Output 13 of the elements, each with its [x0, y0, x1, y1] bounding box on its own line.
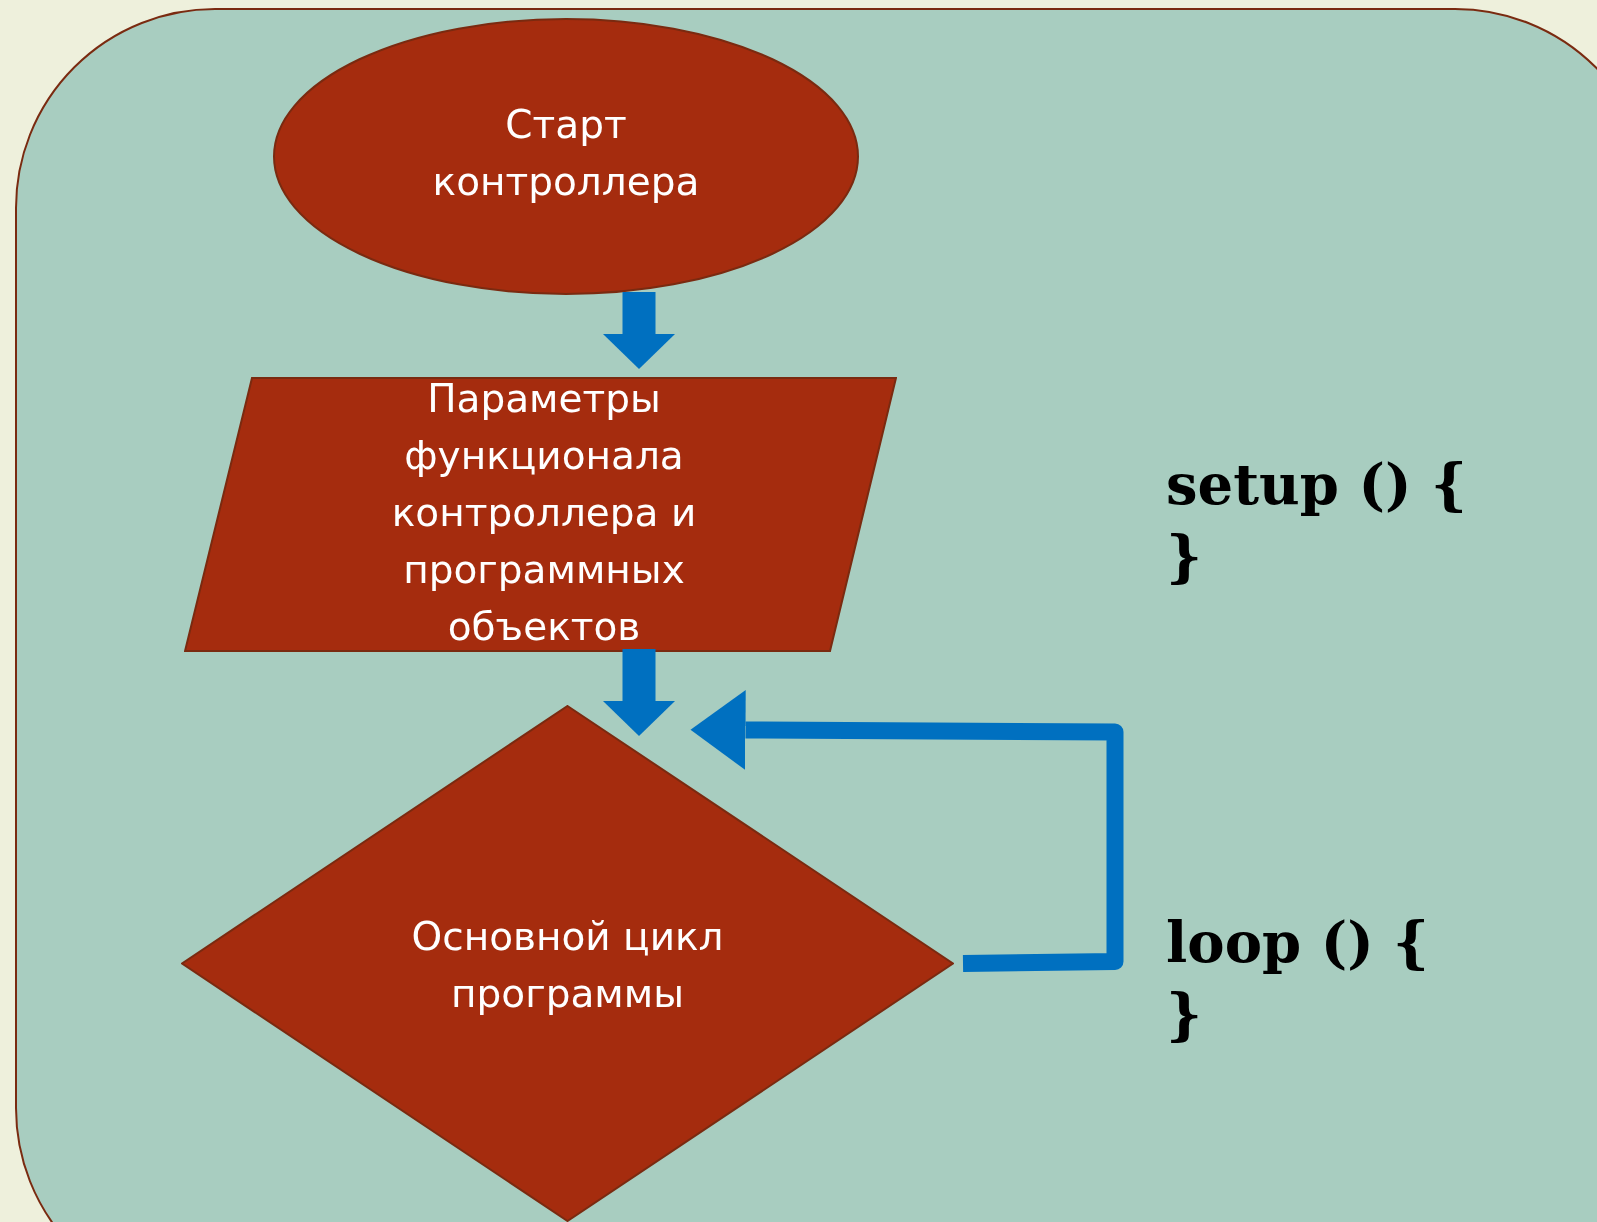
arrow — [603, 649, 675, 736]
arrow — [690, 690, 1124, 972]
code-label: loop () { — [1166, 908, 1430, 977]
node-label: Старт контроллера — [431, 101, 701, 206]
code-label: } — [1166, 980, 1202, 1049]
code-label: setup () { — [1166, 450, 1467, 519]
node-label: Параметры функционала контроллера и программных объектов — [390, 374, 698, 651]
code-label: } — [1166, 522, 1202, 591]
node-label: Основной цикл программы — [411, 913, 724, 1018]
start-ellipse — [273, 18, 859, 295]
loop-decision-diamond — [181, 705, 954, 1222]
arrow — [603, 292, 675, 369]
input-parallelogram — [184, 377, 897, 652]
